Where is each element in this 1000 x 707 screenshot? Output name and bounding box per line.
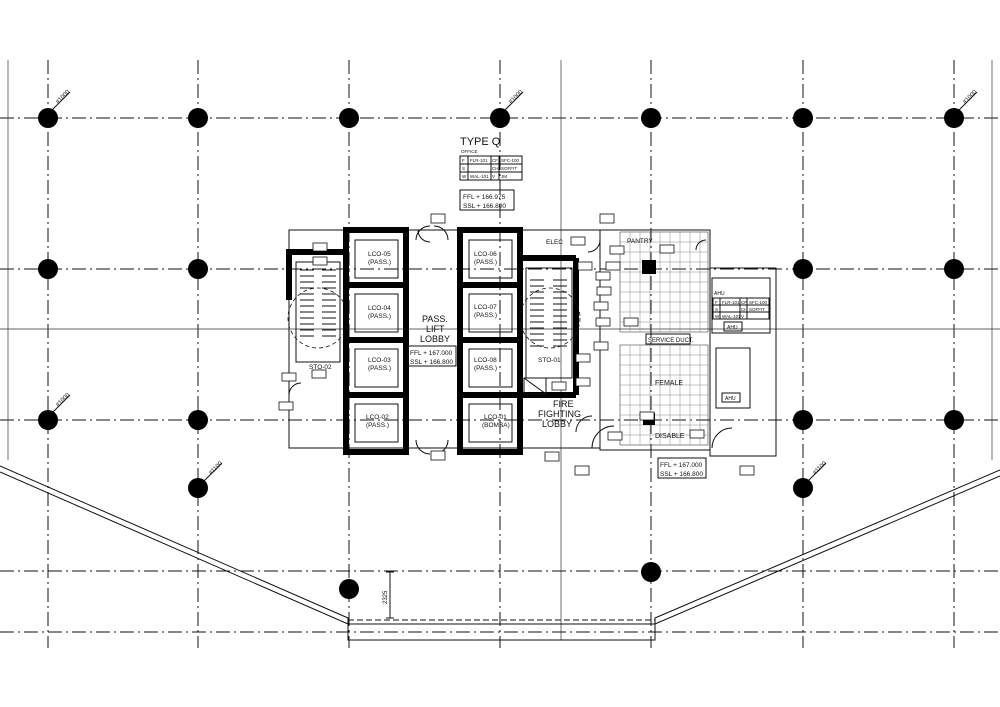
- room-type-subtitle: OFFICE: [461, 149, 478, 154]
- room-pantry: PANTRY: [627, 238, 653, 245]
- ahu-label-small: AHU: [714, 291, 725, 297]
- room-type-legend: TYPE Q OFFICE F FLR-101 CF SFC-100 S CH …: [459, 136, 523, 211]
- ahu-finish-cell: W: [715, 314, 720, 319]
- finish-cell: W: [462, 174, 467, 179]
- level-ssl-top: SSL + 166.800: [463, 203, 506, 210]
- level-ffl-lobby: FFL + 167.000: [410, 350, 453, 357]
- room-service-duct: SERVICE DUCT.: [648, 338, 694, 344]
- dimension-value: 2325: [383, 590, 389, 604]
- lift-id: LCO-06: [474, 251, 497, 258]
- lift-car-right-1: LCO-06 (PASS.): [468, 239, 513, 279]
- fire-lobby-line: FIGHTING: [538, 409, 581, 419]
- lift-id: LCO-01: [484, 414, 507, 421]
- lift-type: (PASS.): [474, 365, 497, 372]
- pass-lift-lobby: PASS. LIFT LOBBY FFL + 167.000 SSL + 166…: [407, 225, 457, 455]
- lift-car-left-1: LCO-05 (PASS.): [354, 239, 399, 279]
- finish-cell: FLR-101: [470, 158, 488, 163]
- room-type-title: TYPE Q: [460, 136, 501, 148]
- level-ssl-service: SSL + 166.800: [660, 471, 703, 478]
- finish-cell: V: [492, 174, 495, 179]
- stair-right-label: STO-01: [538, 357, 561, 364]
- lift-car-left-4: LCO-02 (PASS.): [354, 403, 399, 443]
- finish-cell: CF: [492, 158, 498, 163]
- lobby-line: LIFT: [426, 324, 445, 334]
- ahu-finish-cell: SFC-100: [749, 300, 768, 305]
- ahu-finish-cell: SOFFIT: [749, 307, 765, 312]
- lift-id: LCO-08: [474, 357, 497, 364]
- lift-type: (PASS.): [474, 259, 497, 266]
- ahu-finish-cell: S: [715, 307, 718, 312]
- stair-right: STO-01: [519, 267, 581, 379]
- ahu-finish-cell: WAL-101: [722, 314, 741, 319]
- door-swings: [288, 229, 707, 396]
- lift-car-left-3: LCO-03 (PASS.): [354, 348, 399, 388]
- lift-id: LCO-04: [368, 305, 391, 312]
- lift-car-left-2: LCO-04 (PASS.): [354, 293, 399, 333]
- grid-tag-low-left: #1100: [208, 460, 224, 476]
- ahu-finish-cell: CF: [741, 300, 747, 305]
- ahu-room: AHU F FLR-101 CF SFC-100 S CH SOFFIT W W…: [711, 277, 771, 409]
- room-female: FEMALE: [655, 380, 683, 387]
- fire-fighting-lobby: FIRE FIGHTING LOBBY: [523, 377, 593, 433]
- room-elec: ELEC: [546, 239, 563, 246]
- level-ssl-lobby: SSL + 166.800: [410, 359, 453, 366]
- ahu-finish-cell: FLR-101: [722, 300, 740, 305]
- finish-cell: F: [462, 158, 465, 163]
- ahu-tag: AHU: [727, 325, 738, 331]
- lift-type: (PASS.): [368, 259, 391, 266]
- grid-tag-top-left: #1000: [55, 89, 72, 106]
- ahu-room-label: AHU: [725, 396, 736, 402]
- equipment-tags: [278, 213, 755, 476]
- grid-tag-mid-left: #1000: [55, 392, 72, 409]
- lift-car-right-4: LCO-01 (BOMBA): [468, 403, 513, 443]
- grid-tag-top-right: #1000: [962, 89, 979, 106]
- stair-left: STO-02: [287, 261, 349, 371]
- lift-type: (BOMBA): [482, 422, 510, 429]
- finish-cell: SOFFIT: [501, 166, 517, 171]
- columns: [38, 108, 964, 599]
- lift-id: LCO-02: [366, 414, 389, 421]
- finish-cell: SFC-100: [501, 158, 520, 163]
- service-area: PANTRY ELEC SERVICE DUCT. FEMALE DISABLE…: [546, 231, 733, 479]
- lift-type: (PASS.): [368, 313, 391, 320]
- level-ffl-top: FFL + 166.975: [463, 194, 506, 201]
- ahu-finish-cell: CH: [741, 307, 748, 312]
- lift-id: LCO-07: [474, 304, 497, 311]
- lift-type: (PASS.): [366, 422, 389, 429]
- lobby-line: PASS.: [422, 314, 448, 324]
- lift-type: (PASS.): [368, 365, 391, 372]
- slab-edge: [0, 465, 1000, 641]
- ahu-finish-cell: F: [715, 300, 718, 305]
- finish-cell: S: [462, 166, 465, 171]
- structural-grid: [0, 60, 1000, 648]
- finish-cell: JM: [501, 174, 507, 179]
- finish-cell: WAL-101: [470, 174, 489, 179]
- ahu-finish-cell: V: [741, 314, 744, 319]
- fire-lobby-line: LOBBY: [542, 419, 572, 429]
- grid-tag-top-mid: #1000: [508, 89, 525, 106]
- lobby-line: LOBBY: [420, 334, 450, 344]
- lift-car-right-3: LCO-08 (PASS.): [468, 348, 513, 388]
- room-disable: DISABLE: [655, 433, 685, 440]
- level-ffl-service: FFL + 167.000: [660, 462, 703, 469]
- grid-tag-low-right: #1100: [812, 460, 828, 476]
- dimension-line: 2325: [383, 571, 394, 619]
- lift-id: LCO-05: [368, 251, 391, 258]
- lift-car-right-2: LCO-07 (PASS.): [468, 293, 513, 333]
- finish-cell: CH: [492, 166, 499, 171]
- heavy-walls: [286, 227, 579, 455]
- fire-lobby-line: FIRE: [553, 399, 574, 409]
- lift-id: LCO-03: [368, 357, 391, 364]
- lift-type: (PASS.): [474, 312, 497, 319]
- stair-left-label: STO-02: [309, 364, 332, 371]
